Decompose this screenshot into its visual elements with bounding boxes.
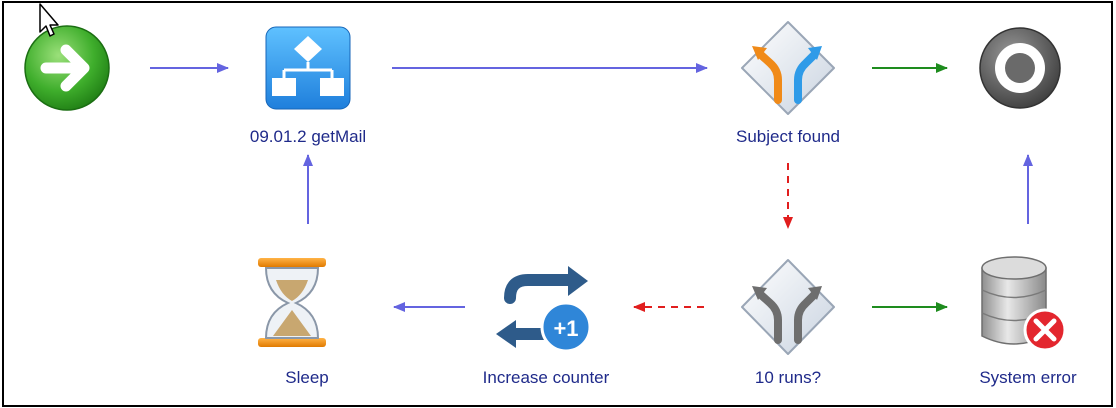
node-getmail[interactable]: 09.01.2 getMail xyxy=(250,26,366,146)
node-label-subject-found: Subject found xyxy=(736,127,840,146)
decision-icon xyxy=(741,21,835,115)
node-label-increase-counter: Increase counter xyxy=(483,368,610,387)
node-increase-counter[interactable]: +1 Increase counter xyxy=(483,266,610,387)
subprocess-icon xyxy=(265,26,351,110)
node-subject-found[interactable]: Subject found xyxy=(736,21,840,146)
database-error-icon xyxy=(981,256,1067,352)
node-10-runs[interactable]: 10 runs? xyxy=(741,259,835,387)
node-label-system-error: System error xyxy=(979,368,1077,387)
node-label-getmail: 09.01.2 getMail xyxy=(250,127,366,146)
node-end[interactable] xyxy=(979,27,1061,109)
counter-plus-one-icon: +1 xyxy=(496,266,592,353)
decision-icon xyxy=(741,259,835,355)
node-label-sleep: Sleep xyxy=(285,368,328,387)
hourglass-icon xyxy=(258,258,326,347)
node-start[interactable] xyxy=(24,25,110,111)
end-target-icon xyxy=(979,27,1061,109)
edges xyxy=(150,63,1033,312)
svg-text:+1: +1 xyxy=(553,316,578,341)
start-arrow-icon xyxy=(24,25,110,111)
node-label-10-runs: 10 runs? xyxy=(755,368,821,387)
node-system-error[interactable]: System error xyxy=(979,256,1077,387)
node-sleep[interactable]: Sleep xyxy=(258,258,329,387)
mouse-cursor-icon xyxy=(39,3,59,37)
